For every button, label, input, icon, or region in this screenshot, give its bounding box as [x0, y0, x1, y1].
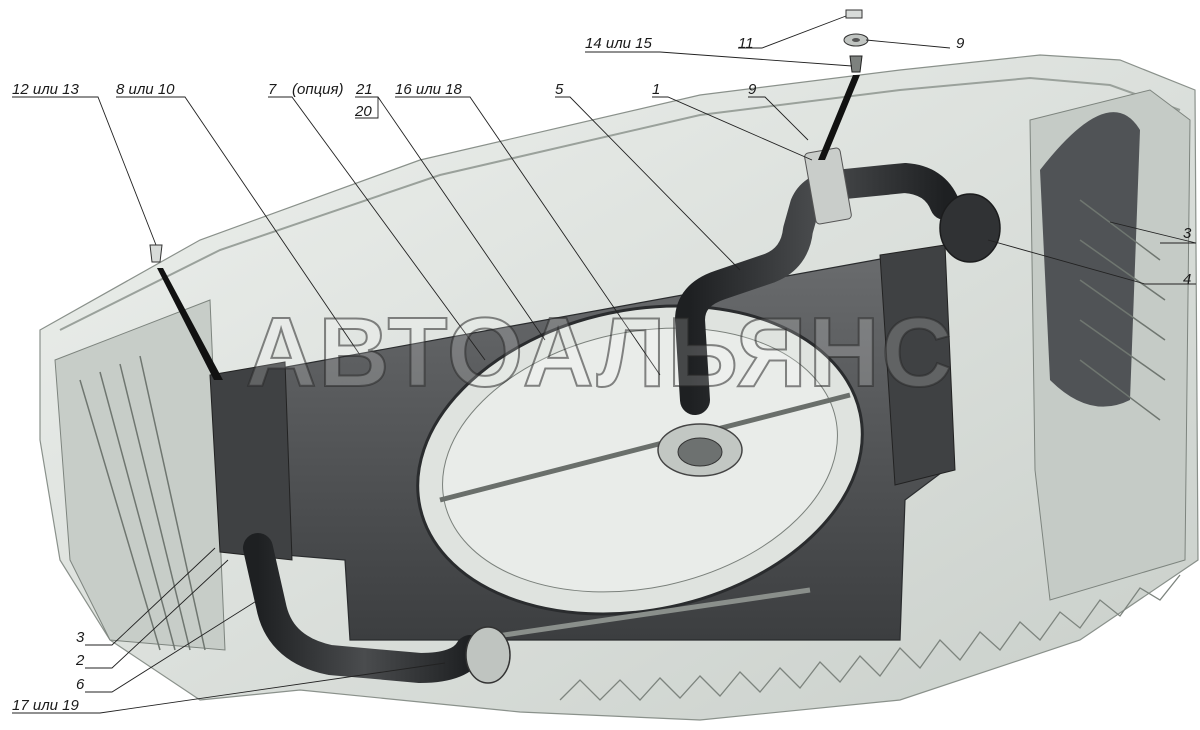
leader-3-right	[1109, 221, 1197, 244]
callout-3-right: 3	[1183, 225, 1192, 242]
bolt-14-15	[849, 55, 863, 73]
upper-hose	[675, 163, 960, 415]
bolt-12-13	[149, 244, 163, 263]
lower-hose	[243, 533, 485, 683]
leader-14-15	[585, 51, 853, 67]
callout-21: 21	[356, 81, 373, 98]
callout-1: 1	[652, 81, 661, 98]
hose-bracket	[804, 147, 852, 225]
callout-17-19: 17 или 19	[12, 697, 79, 714]
leader-12-13	[12, 96, 157, 246]
lower-rod	[469, 587, 811, 643]
leader-1	[652, 96, 813, 161]
callout-14-15: 14 или 15	[585, 35, 652, 52]
leader-8-10	[116, 96, 361, 356]
leader-16-18	[395, 96, 661, 376]
callout-6: 6	[76, 676, 85, 693]
callout-20: 20	[355, 103, 372, 120]
callout-8-10: 8 или 10	[116, 81, 175, 98]
upper-outlet	[939, 193, 1001, 263]
bolt-11	[845, 9, 863, 19]
right-grille-ribs	[1079, 199, 1166, 421]
radiator-right-tank	[879, 244, 956, 486]
callout-9-right: 9	[956, 35, 965, 52]
leader-9-right	[865, 39, 951, 49]
callout-12-13: 12 или 13	[12, 81, 79, 98]
callout-3-left: 3	[76, 629, 85, 646]
leader-17-19	[12, 662, 446, 714]
leader-4	[987, 239, 1196, 285]
bottom-sawtooth	[559, 574, 1181, 701]
leader-5	[555, 96, 741, 271]
support-rod	[439, 392, 851, 503]
leader-3-left	[85, 547, 216, 646]
leader-9-top	[748, 96, 809, 141]
fan-shroud-inner	[442, 327, 838, 593]
watermark: АВТОАЛЬЯНС	[245, 296, 955, 408]
leader-6	[85, 599, 259, 693]
washer-9-hole	[852, 38, 860, 42]
callout-16-18: 16 или 18	[395, 81, 462, 98]
callout-9-top: 9	[748, 81, 757, 98]
insertion-arrow-left	[157, 268, 223, 380]
callout-4: 4	[1183, 271, 1192, 288]
leader-11	[738, 15, 847, 49]
bolt-left	[149, 244, 223, 380]
callout-5: 5	[555, 81, 564, 98]
leader-lines	[12, 15, 1197, 714]
callout-7: 7	[268, 81, 277, 98]
lower-hose-clamp	[465, 626, 511, 684]
leader-7	[268, 96, 486, 361]
leader-20	[355, 97, 379, 119]
bolt-stack	[818, 9, 869, 160]
callout-11: 11	[738, 35, 754, 52]
callout-option: (опция)	[292, 81, 344, 98]
panel-upper-lip	[59, 76, 1181, 331]
right-fan-shroud-dark	[1040, 112, 1140, 407]
thermostat-port	[677, 437, 723, 467]
callout-2: 2	[76, 652, 85, 669]
insertion-arrow	[818, 75, 860, 160]
left-grille-ribs	[79, 355, 206, 651]
leader-2	[85, 559, 229, 669]
radiator-left-tank	[209, 361, 293, 561]
